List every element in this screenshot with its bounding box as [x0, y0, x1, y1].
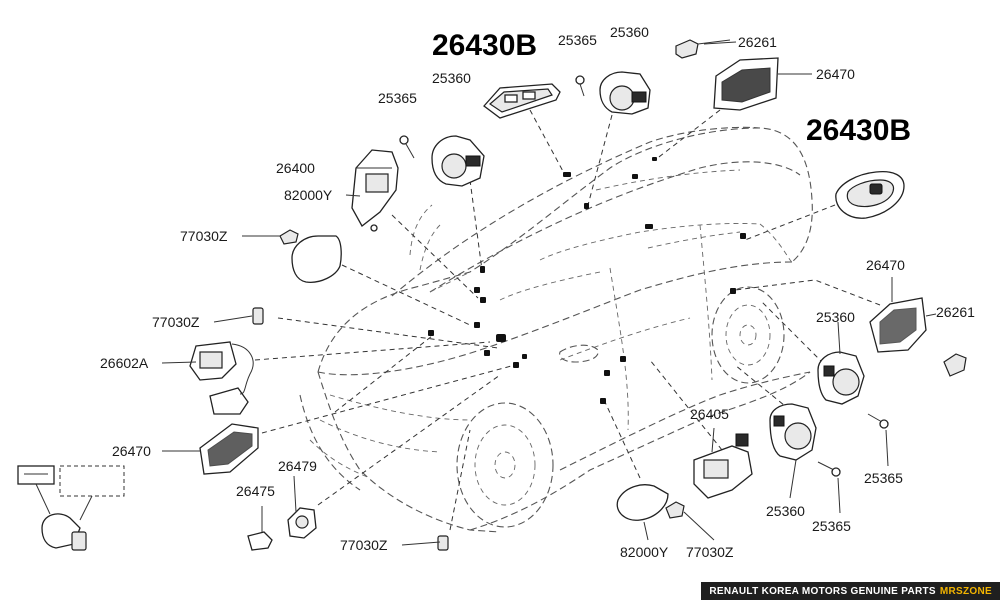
lamp-26470-right	[869, 297, 927, 353]
part-label-82000y-bottom: 82000Y	[620, 544, 669, 560]
footer-brand: MRSZONE	[939, 585, 992, 597]
part-label-25365-right-bottom: 25365	[812, 518, 851, 534]
part-label-26261-top: 26261	[738, 34, 777, 50]
speaker-25360-right-top	[817, 351, 865, 405]
part-label-25360-right-top: 25360	[816, 309, 855, 325]
part-label-77030z-bottom-left: 77030Z	[340, 537, 388, 553]
part-label-25365-left: 25365	[378, 90, 417, 106]
lamp-82000y-bottom	[616, 484, 669, 521]
part-label-26470-left: 26470	[112, 443, 151, 459]
vehicle-outline	[299, 126, 813, 533]
label-leaders	[161, 41, 937, 546]
part-label-26479: 26479	[278, 458, 317, 474]
screw-25365-right-bottom	[817, 461, 841, 477]
screw-25365-left	[399, 135, 415, 159]
speaker-25360-top	[599, 71, 651, 115]
lamp-26470-top	[713, 57, 779, 111]
speaker-25360-right-bottom	[769, 403, 817, 461]
sensor-26400	[351, 149, 399, 232]
bulb-77030z-left	[279, 229, 299, 245]
bulb-legend	[17, 465, 125, 551]
part-label-26475: 26475	[236, 483, 275, 499]
switch-26475	[247, 506, 273, 551]
part-label-77030z-upper: 77030Z	[180, 228, 228, 244]
mount-marks	[428, 157, 746, 404]
bulb-77030z-bottom-left	[437, 535, 449, 551]
part-label-26400: 26400	[276, 160, 315, 176]
switch-26430b-right	[835, 170, 905, 219]
screw-25365-top	[575, 75, 585, 97]
screw-25365-right-top	[867, 413, 889, 429]
lamp-82000y-left	[291, 235, 342, 283]
bulb-77030z-mid-left	[252, 307, 264, 325]
part-label-77030z-bottom-right: 77030Z	[686, 544, 734, 560]
part-label-26430b-top: 26430B	[432, 29, 537, 62]
mirror-switch-26430b	[483, 83, 561, 119]
part-label-26405: 26405	[690, 406, 729, 422]
source-footer: RENAULT KOREA MOTORS GENUINE PARTS MRSZO…	[701, 582, 1000, 600]
part-label-25360-top: 25360	[610, 24, 649, 40]
part-label-25365-right-top: 25365	[864, 470, 903, 486]
part-label-26602a: 26602A	[100, 355, 149, 371]
bulb-77030z-bottom-right	[665, 501, 685, 519]
connector-26261-right	[943, 353, 967, 377]
guide-lines	[254, 109, 881, 531]
part-label-25365-top: 25365	[558, 32, 597, 48]
part-label-26470-top: 26470	[816, 66, 855, 82]
lamp-26470-left	[199, 423, 259, 475]
footer-text: RENAULT KOREA MOTORS GENUINE PARTS	[709, 585, 936, 597]
wiring-26602a	[189, 341, 254, 415]
part-label-25360-right-bottom: 25360	[766, 503, 805, 519]
part-label-77030z-mid: 77030Z	[152, 314, 200, 330]
sensor-26405	[693, 433, 753, 499]
part-label-26470-right: 26470	[866, 257, 905, 273]
connector-26261-top	[675, 39, 731, 59]
speaker-25360-left	[431, 135, 485, 187]
part-label-26261-right: 26261	[936, 304, 975, 320]
part-label-82000y-left: 82000Y	[284, 187, 333, 203]
part-label-26430b-right: 26430B	[806, 114, 911, 147]
part-label-25360-left: 25360	[432, 70, 471, 86]
switch-26479	[287, 507, 317, 539]
